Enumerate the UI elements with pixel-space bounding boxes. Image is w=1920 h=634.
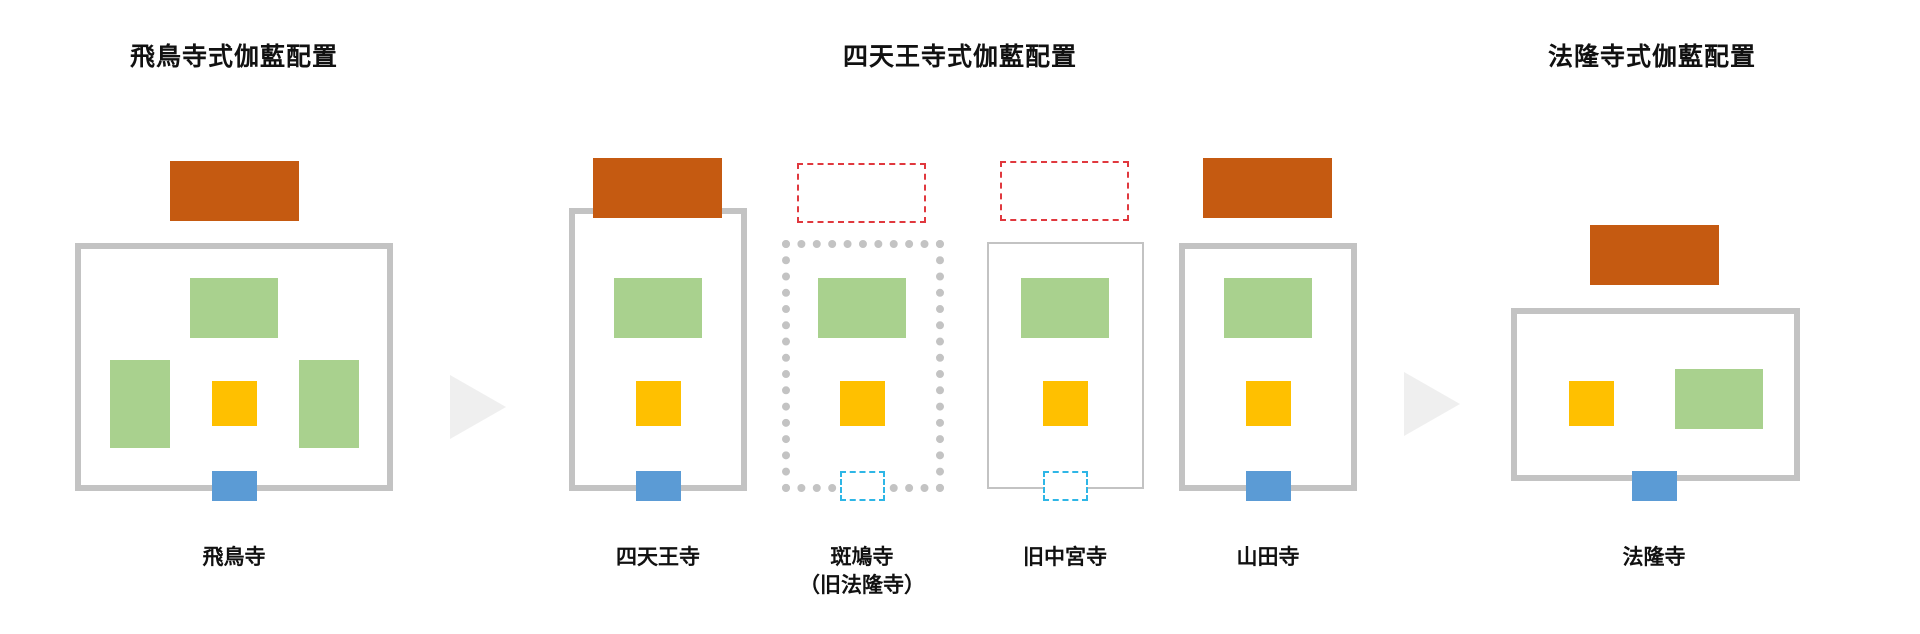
yamadadera-middle-gate bbox=[1246, 471, 1291, 501]
ikarugadera-lecture-hall-unconfirmed bbox=[797, 163, 926, 223]
label-horyuji: 法隆寺 bbox=[1622, 545, 1686, 569]
shitennoji-golden-hall bbox=[614, 278, 702, 338]
kyu-chuguji-pagoda bbox=[1043, 381, 1088, 426]
heading-asukadera-style: 飛鳥寺式伽藍配置 bbox=[129, 42, 339, 71]
shitennoji-middle-gate bbox=[636, 471, 681, 501]
heading-shitennoji-style: 四天王寺式伽藍配置 bbox=[842, 42, 1078, 71]
shitennoji-lecture-hall bbox=[593, 158, 722, 218]
label-asukadera: 飛鳥寺 bbox=[202, 545, 266, 569]
asukadera-central-golden-hall bbox=[190, 278, 278, 338]
asukadera-west-golden-hall bbox=[110, 360, 170, 448]
horyuji-pagoda bbox=[1569, 381, 1614, 426]
yamadadera-golden-hall bbox=[1224, 278, 1312, 338]
kyu-chuguji-middle-gate-unconfirmed bbox=[1043, 471, 1088, 501]
kyu-chuguji-golden-hall bbox=[1021, 278, 1109, 338]
heading-horyuji-style: 法隆寺式伽藍配置 bbox=[1547, 42, 1757, 71]
shitennoji-cloister bbox=[569, 208, 747, 491]
arrow-right-icon bbox=[1404, 372, 1460, 436]
kyu-chuguji-lecture-hall-unconfirmed bbox=[1000, 161, 1129, 221]
shitennoji-pagoda bbox=[636, 381, 681, 426]
label-ikarugadera: 斑鳩寺 （旧法隆寺） bbox=[799, 545, 925, 597]
arrow-right-icon bbox=[450, 375, 506, 439]
label-ikarugadera-note: （旧法隆寺） bbox=[799, 573, 925, 597]
label-shitennoji: 四天王寺 bbox=[616, 545, 700, 569]
asukadera-pagoda bbox=[212, 381, 257, 426]
yamadadera-lecture-hall bbox=[1203, 158, 1332, 218]
horyuji-middle-gate bbox=[1632, 471, 1677, 501]
label-kyu-chuguji: 旧中宮寺 bbox=[1023, 545, 1107, 569]
yamadadera-pagoda bbox=[1246, 381, 1291, 426]
ikarugadera-middle-gate-unconfirmed bbox=[840, 471, 885, 501]
horyuji-golden-hall bbox=[1675, 369, 1763, 429]
horyuji-lecture-hall bbox=[1590, 225, 1719, 285]
asukadera-middle-gate bbox=[212, 471, 257, 501]
asukadera-lecture-hall bbox=[170, 161, 299, 221]
asukadera-east-golden-hall bbox=[299, 360, 359, 448]
label-yamadadera: 山田寺 bbox=[1236, 545, 1300, 569]
ikarugadera-pagoda bbox=[840, 381, 885, 426]
ikarugadera-golden-hall bbox=[818, 278, 906, 338]
